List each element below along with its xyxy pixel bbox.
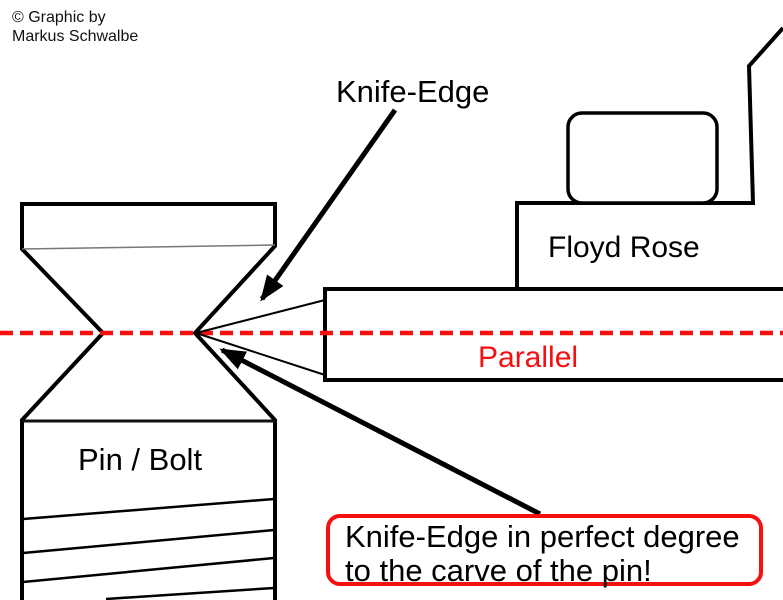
callout-box: Knife-Edge in perfect degree to the carv…: [326, 514, 763, 588]
knife-edge-label: Knife-Edge: [336, 74, 490, 109]
saddle-block: [566, 111, 719, 205]
converge-line-bottom: [195, 332, 326, 376]
thread-line-4: [105, 586, 275, 600]
callout-arrow: [219, 347, 542, 517]
knife-edge-arrow: [259, 108, 398, 302]
pin-bolt-shape: [22, 204, 275, 600]
pin-head-divider-line: [21, 244, 276, 250]
callout-line-2: to the carve of the pin!: [345, 553, 652, 588]
credit-line-2: Markus Schwalbe: [12, 28, 139, 45]
pin-bolt-outline: [20, 202, 277, 600]
thread-line-3: [22, 556, 275, 584]
thread-line-2: [22, 528, 275, 555]
floyd-rose-body-outline: [515, 26, 783, 289]
pin-bolt-label: Pin / Bolt: [78, 442, 203, 477]
thread-line-1: [22, 497, 275, 521]
converge-line-top: [195, 299, 326, 334]
callout-line-1: Knife-Edge in perfect degree: [345, 519, 740, 554]
credit-line-1: © Graphic by: [12, 9, 106, 26]
parallel-label: Parallel: [478, 341, 579, 374]
credit-text: © Graphic by Markus Schwalbe: [12, 8, 138, 46]
floyd-rose-label: Floyd Rose: [548, 231, 700, 264]
